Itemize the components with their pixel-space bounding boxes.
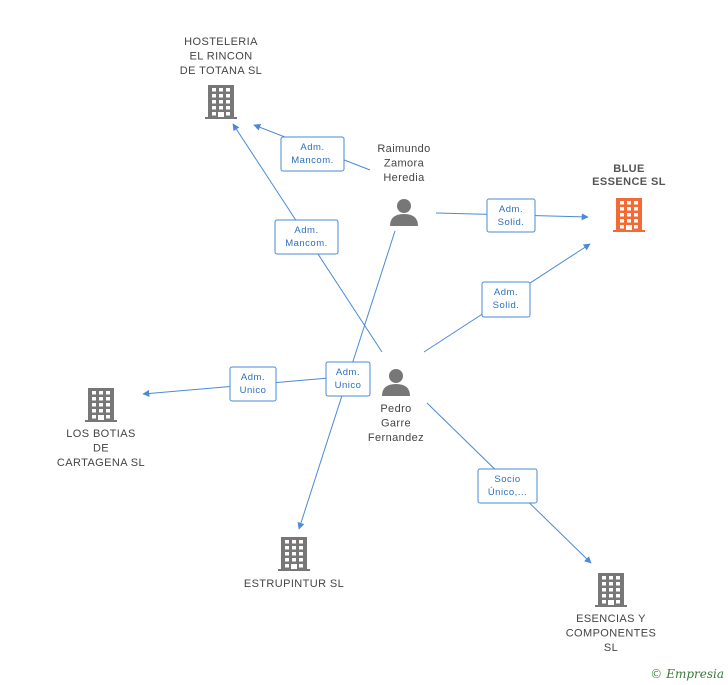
relation-box	[477, 468, 538, 504]
relation-text: Adm.	[300, 142, 324, 153]
building-icon	[613, 198, 645, 232]
node-label: DE	[93, 443, 109, 455]
node-hosteleria[interactable]: HOSTELERIA EL RINCON DE TOTANA SL	[180, 36, 262, 119]
node-botias[interactable]: LOS BOTIAS DE CARTAGENA SL	[57, 388, 145, 469]
relation-label-pedro-blue[interactable]: Adm. Solid.	[481, 281, 531, 318]
node-label: LOS BOTIAS	[66, 428, 135, 440]
person-icon	[382, 369, 410, 396]
node-label: BLUE	[613, 163, 645, 175]
node-label: Zamora	[384, 158, 425, 170]
relation-text: Mancom.	[285, 238, 328, 249]
node-label: Pedro	[380, 403, 411, 415]
relation-text: Adm.	[294, 225, 318, 236]
relation-text: Unico	[240, 385, 267, 396]
building-icon	[595, 573, 627, 607]
node-label: SL	[604, 642, 618, 654]
relation-text: Unico	[335, 380, 362, 391]
relation-text: Adm.	[499, 204, 523, 215]
relation-box	[274, 219, 339, 255]
relation-text: Solid.	[493, 300, 520, 311]
relation-label-raimundo-estrupintur[interactable]: Adm. Unico	[325, 361, 371, 397]
copyright-symbol: ©	[650, 667, 663, 681]
relation-label-raimundo-blue[interactable]: Adm. Solid.	[486, 198, 536, 233]
node-estrupintur[interactable]: ESTRUPINTUR SL	[244, 537, 344, 590]
node-label: CARTAGENA SL	[57, 457, 145, 469]
relation-text: Adm.	[336, 367, 360, 378]
node-label: HOSTELERIA	[184, 36, 258, 48]
node-label: DE TOTANA SL	[180, 65, 262, 77]
building-icon	[205, 85, 237, 119]
building-icon	[278, 537, 310, 571]
node-label: ESSENCE SL	[592, 176, 666, 188]
relation-text: Adm.	[241, 372, 265, 383]
relation-box	[481, 281, 531, 318]
relation-box	[486, 198, 536, 233]
relation-text: Socio	[494, 474, 520, 485]
relation-box	[280, 136, 345, 172]
relation-text: Único,...	[488, 487, 527, 498]
relation-label-pedro-botias[interactable]: Adm. Unico	[229, 366, 277, 402]
relation-text: Mancom.	[291, 155, 334, 166]
node-label: Heredia	[383, 172, 425, 184]
person-icon	[390, 199, 418, 226]
relation-label-pedro-hosteleria[interactable]: Adm. Mancom.	[274, 219, 339, 255]
node-label: EL RINCON	[189, 51, 252, 63]
relation-box	[325, 361, 371, 397]
node-label: Raimundo	[377, 143, 430, 155]
relation-box	[229, 366, 277, 402]
node-label: COMPONENTES	[566, 628, 657, 640]
brand-name: Empresia	[666, 667, 724, 681]
building-icon	[85, 388, 117, 422]
relation-label-pedro-esencias[interactable]: SocioÚnico,...	[477, 468, 538, 504]
empresia-credit: ©Empresia	[650, 667, 724, 681]
node-label: ESTRUPINTUR SL	[244, 578, 344, 590]
node-esencias[interactable]: ESENCIAS Y COMPONENTES SL	[566, 573, 657, 654]
node-label: Fernandez	[368, 432, 424, 444]
node-label: Garre	[381, 418, 411, 430]
relation-label-raimundo-hosteleria[interactable]: Adm. Mancom.	[280, 136, 345, 172]
relation-text: Adm.	[494, 287, 518, 298]
node-label: ESENCIAS Y	[576, 613, 646, 625]
relation-text: Solid.	[498, 217, 525, 228]
